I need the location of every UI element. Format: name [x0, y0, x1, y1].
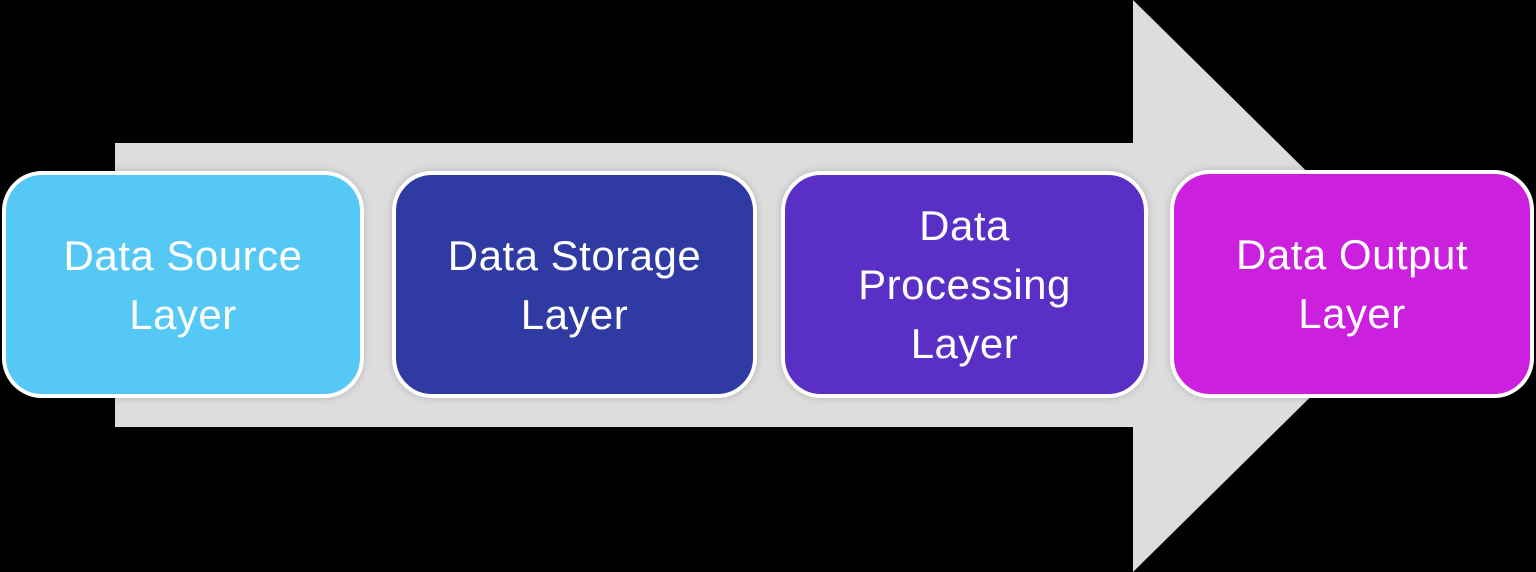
- data-storage-layer-label: Data Storage Layer: [447, 231, 702, 338]
- data-processing-layer-label: Data Processing Layer: [858, 202, 1071, 367]
- data-storage-layer-box: Data Storage Layer: [392, 171, 757, 398]
- data-processing-layer-box: Data Processing Layer: [781, 171, 1148, 398]
- data-output-layer-box: Data Output Layer: [1170, 170, 1534, 398]
- data-source-layer-label: Data Source Layer: [63, 231, 303, 338]
- data-output-layer-label: Data Output Layer: [1236, 231, 1468, 337]
- data-source-layer-box: Data Source Layer: [2, 171, 364, 398]
